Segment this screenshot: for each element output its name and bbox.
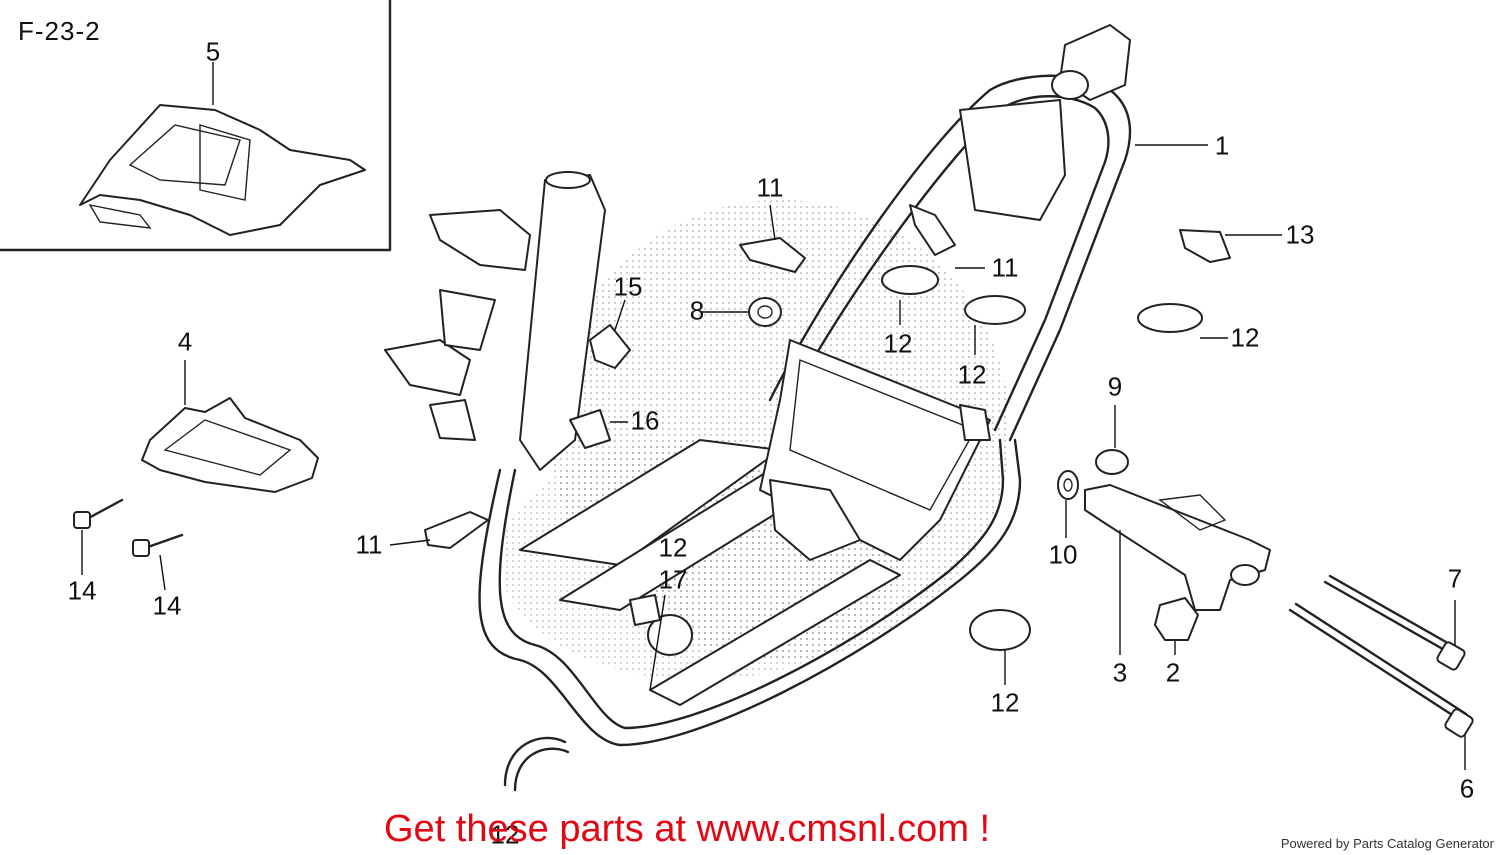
- callout-12-d[interactable]: 12: [990, 687, 1020, 718]
- part-2-nut[interactable]: [1154, 597, 1199, 641]
- callout-12-e[interactable]: 12: [658, 532, 688, 563]
- callout-3[interactable]: 3: [1112, 657, 1128, 688]
- part-11-clamp-left[interactable]: [424, 511, 489, 549]
- part-11-clamp-right[interactable]: [909, 204, 956, 256]
- part-17-clip[interactable]: [629, 594, 693, 656]
- part-1-main-frame[interactable]: [384, 24, 1132, 747]
- part-14-bolt-left[interactable]: [73, 498, 124, 529]
- callout-14-right[interactable]: 14: [152, 590, 182, 621]
- callout-15[interactable]: 15: [613, 271, 643, 302]
- callout-12-f[interactable]: 12: [490, 819, 520, 850]
- part-6-long-bolt[interactable]: [1288, 602, 1474, 738]
- part-13-clip[interactable]: [1179, 229, 1231, 263]
- callout-10[interactable]: 10: [1048, 539, 1078, 570]
- part-4-bracket[interactable]: [141, 397, 319, 493]
- part-5-seat-bracket[interactable]: [79, 104, 366, 236]
- inset-box: [0, 0, 392, 252]
- callout-2[interactable]: 2: [1165, 657, 1181, 688]
- callout-8[interactable]: 8: [689, 295, 705, 326]
- part-12-band-e[interactable]: [503, 736, 570, 792]
- part-12-band-d[interactable]: [969, 609, 1031, 651]
- callout-9[interactable]: 9: [1107, 371, 1123, 402]
- part-14-bolt-right[interactable]: [132, 533, 184, 557]
- callout-13[interactable]: 13: [1285, 219, 1315, 250]
- diagram-code: F-23-2: [18, 16, 101, 46]
- callout-11-left[interactable]: 11: [355, 529, 383, 560]
- part-10-washer[interactable]: [1057, 470, 1079, 500]
- callout-14-left[interactable]: 14: [67, 575, 97, 606]
- part-3-engine-hanger[interactable]: [1084, 484, 1271, 611]
- callout-4[interactable]: 4: [177, 326, 193, 357]
- callout-11-top[interactable]: 11: [756, 172, 784, 203]
- part-7-long-bolt[interactable]: [1323, 574, 1466, 671]
- part-12-band-b[interactable]: [964, 295, 1026, 325]
- callout-12-a[interactable]: 12: [883, 328, 913, 359]
- callout-17[interactable]: 17: [658, 564, 688, 595]
- part-11-clamp-top[interactable]: [739, 237, 806, 273]
- part-15-clip[interactable]: [589, 324, 631, 369]
- part-9-rubber[interactable]: [1095, 449, 1129, 475]
- part-12-band-c[interactable]: [1137, 303, 1203, 333]
- callout-11-right[interactable]: 11: [991, 252, 1019, 283]
- cta-link[interactable]: Get these parts at www.cmsnl.com !: [384, 808, 991, 850]
- callout-1[interactable]: 1: [1214, 130, 1230, 161]
- callout-5[interactable]: 5: [205, 36, 221, 67]
- leader-lines: [81, 62, 1466, 770]
- part-16-clip[interactable]: [569, 409, 611, 449]
- callout-12-b[interactable]: 12: [957, 359, 987, 390]
- callout-7[interactable]: 7: [1447, 563, 1463, 594]
- part-8-bushing[interactable]: [748, 297, 782, 327]
- credit-text: Powered by Parts Catalog Generator: [1280, 836, 1494, 851]
- callout-16[interactable]: 16: [630, 405, 660, 436]
- part-12-band-a[interactable]: [881, 265, 939, 295]
- callout-12-c[interactable]: 12: [1230, 322, 1260, 353]
- callout-6[interactable]: 6: [1459, 773, 1475, 804]
